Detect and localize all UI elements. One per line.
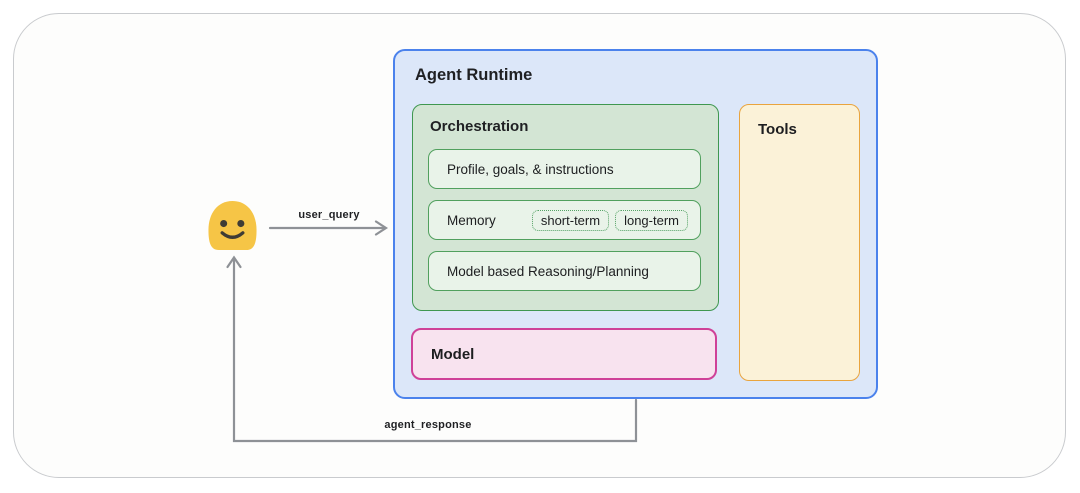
emoji-body — [208, 200, 257, 251]
tools-box: Tools — [739, 104, 860, 381]
long-term-chip: long-term — [615, 209, 688, 231]
short-term-chip: short-term — [531, 209, 610, 231]
reasoning-planning-label: Model based Reasoning/Planning — [447, 263, 649, 279]
profile-goals-instructions-label: Profile, goals, & instructions — [447, 161, 614, 177]
orchestration-title: Orchestration — [430, 118, 529, 135]
agent-runtime-box: Agent Runtime Orchestration Profile, goa… — [393, 49, 878, 399]
tools-title: Tools — [758, 121, 797, 138]
agent-runtime-title: Agent Runtime — [415, 66, 533, 84]
user-smiley-icon — [208, 200, 257, 251]
emoji-right-eye — [237, 220, 245, 228]
model-box: Model — [411, 328, 717, 380]
profile-goals-instructions-box: Profile, goals, & instructions — [428, 149, 701, 189]
memory-chips: short-term long-term — [531, 209, 688, 231]
emoji-smile — [220, 231, 245, 239]
orchestration-box: Orchestration Profile, goals, & instruct… — [412, 104, 719, 311]
memory-box: Memory short-term long-term — [428, 200, 701, 240]
emoji-left-eye — [220, 220, 228, 228]
model-title: Model — [431, 345, 475, 363]
orchestration-rows: Profile, goals, & instructions Memory sh… — [428, 149, 701, 302]
reasoning-planning-box: Model based Reasoning/Planning — [428, 251, 701, 291]
memory-label: Memory — [447, 212, 496, 228]
agent-response-label: agent_response — [384, 419, 472, 431]
user-query-label: user_query — [298, 209, 360, 221]
